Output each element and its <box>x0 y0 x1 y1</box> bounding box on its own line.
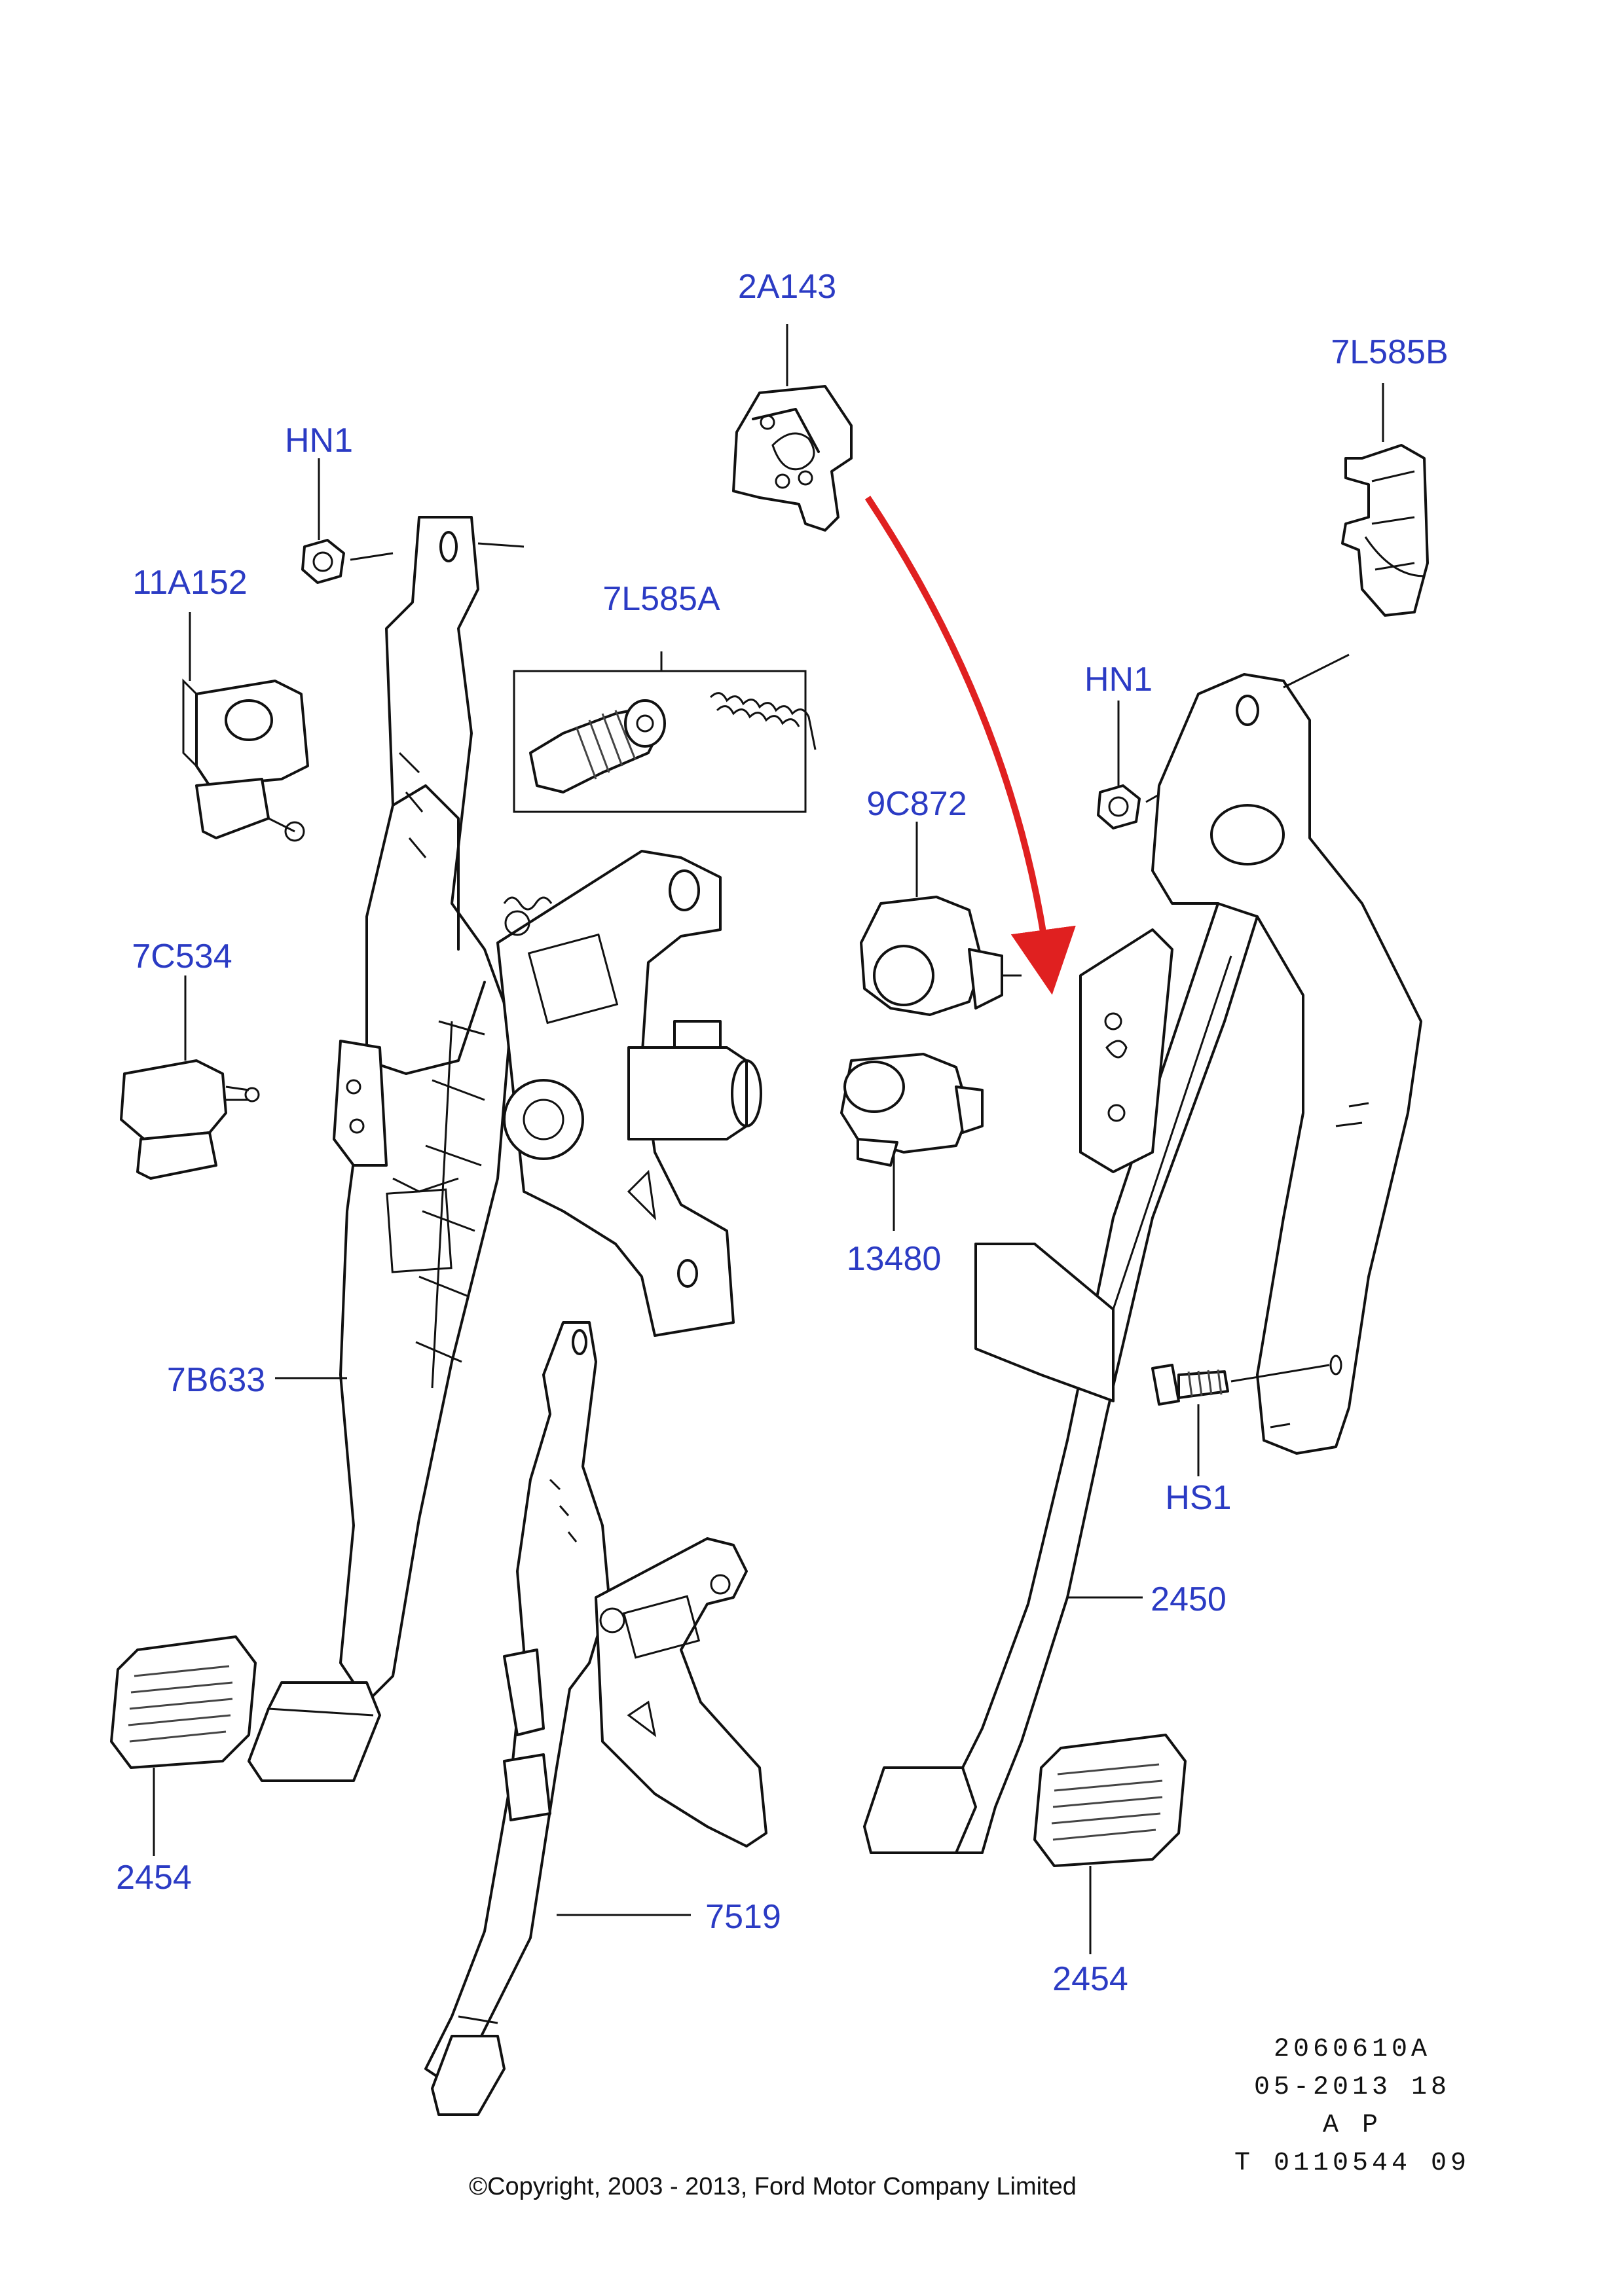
label-hn1-right: HN1 <box>1084 661 1153 699</box>
label-7l585b: 7L585B <box>1331 333 1448 371</box>
label-13480: 13480 <box>847 1240 942 1278</box>
coil-spring <box>709 692 817 750</box>
direction-arrow <box>864 496 1076 995</box>
pedal-pad-2454-right <box>1033 1734 1187 1867</box>
reference-block: 2060610A 05-2013 18 A P T 0110544 09 <box>1234 2035 1470 2178</box>
label-2a143: 2A143 <box>738 268 836 306</box>
label-2450: 2450 <box>1151 1580 1227 1618</box>
label-7c534: 7C534 <box>132 938 232 975</box>
bolt-hs1 <box>1151 1355 1342 1406</box>
part-7l585b <box>1341 444 1429 617</box>
ref-line-2: 05-2013 18 <box>1254 2073 1450 2102</box>
spring-cylinder <box>529 699 666 793</box>
part-2a143 <box>732 385 853 532</box>
switch-13480 <box>840 1053 984 1167</box>
label-7b633: 7B633 <box>167 1361 265 1399</box>
switch-9c872 <box>860 896 1022 1016</box>
switch-11a152 <box>182 678 309 842</box>
leader-lines <box>153 324 1384 1954</box>
ref-line-1: 2060610A <box>1274 2035 1431 2064</box>
copyright-notice: ©Copyright, 2003 - 2013, Ford Motor Comp… <box>469 2173 1077 2200</box>
ref-line-4: T 0110544 09 <box>1234 2149 1470 2178</box>
label-hn1-left: HN1 <box>285 422 353 460</box>
label-9c872: 9C872 <box>866 785 967 823</box>
brake-pedal-2450 <box>863 653 1422 1854</box>
label-2454-left: 2454 <box>116 1859 192 1897</box>
pedal-pad-2454-left <box>110 1635 257 1769</box>
label-11a152: 11A152 <box>132 564 247 602</box>
label-hs1: HS1 <box>1165 1479 1231 1517</box>
pedal-bracket-7b633 <box>248 516 525 1782</box>
clutch-pedal-7519 <box>424 1321 767 2116</box>
label-7519: 7519 <box>705 1898 781 1936</box>
ref-line-3: A P <box>1323 2111 1382 2140</box>
label-2454-right: 2454 <box>1052 1960 1128 1998</box>
part-7l585a-box <box>513 670 817 813</box>
nut-hn1-left <box>301 539 394 584</box>
switch-7c534 <box>120 1059 260 1180</box>
mounting-plate <box>496 850 762 1337</box>
label-7l585a: 7L585A <box>602 580 720 618</box>
